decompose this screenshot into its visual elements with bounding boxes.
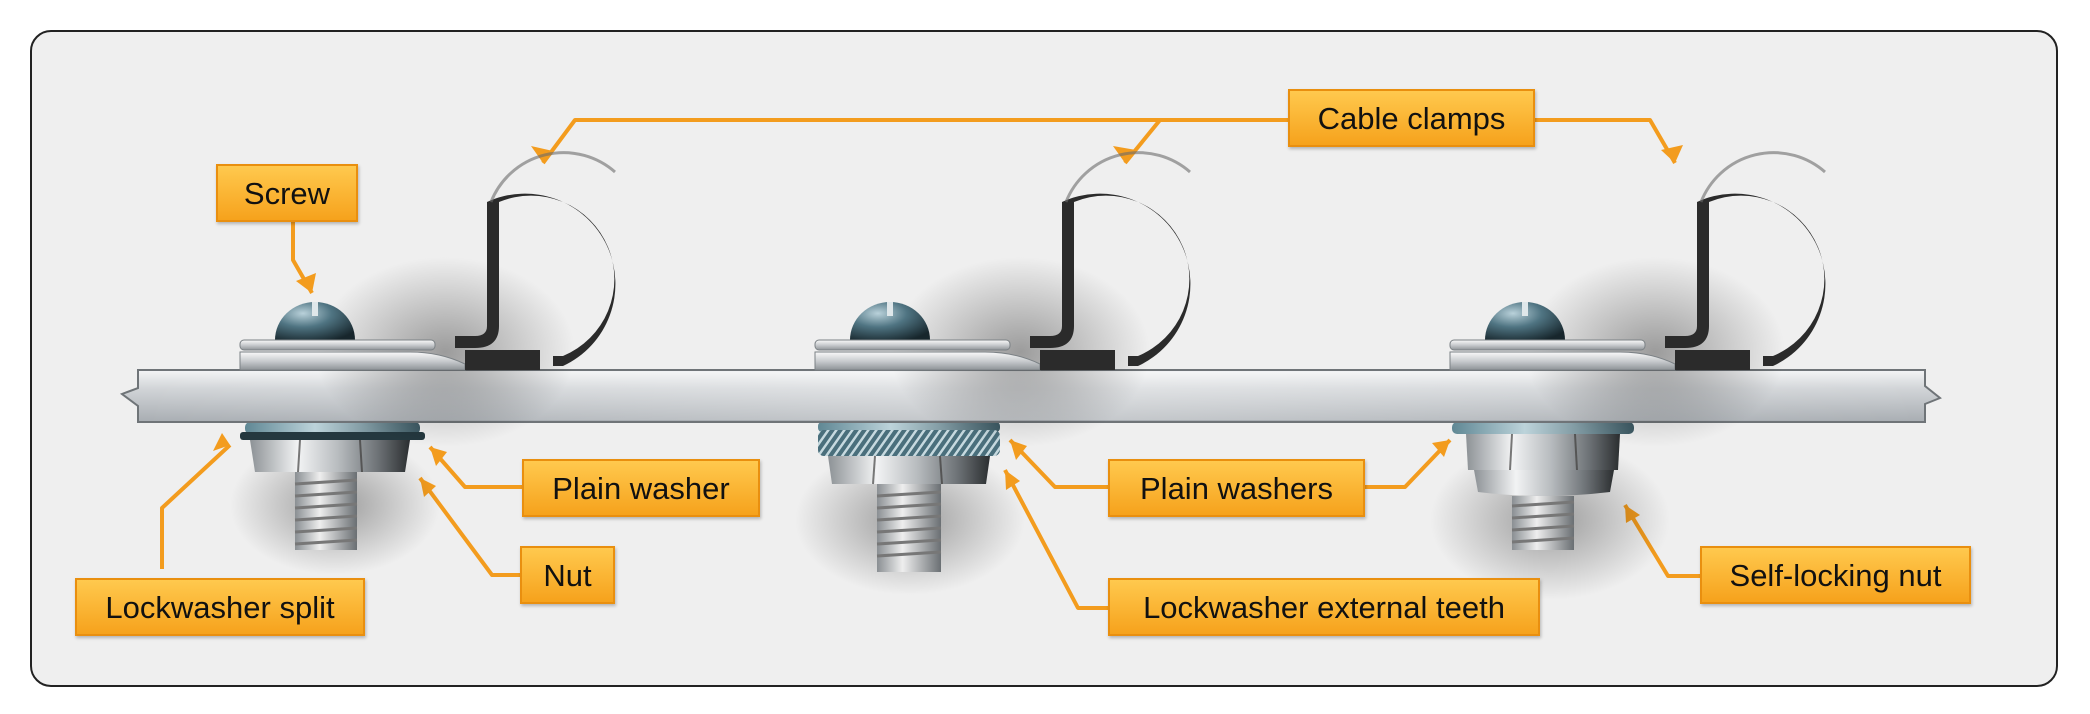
label-plain-washer: Plain washer xyxy=(522,459,760,517)
label-self-locking-nut: Self-locking nut xyxy=(1700,546,1971,604)
label-plain-washers: Plain washers xyxy=(1108,459,1365,517)
label-lockwasher-split: Lockwasher split xyxy=(75,578,365,636)
label-lockwasher-external-teeth: Lockwasher external teeth xyxy=(1108,578,1540,636)
label-cable-clamps: Cable clamps xyxy=(1288,89,1535,147)
label-screw: Screw xyxy=(216,164,358,222)
label-nut: Nut xyxy=(520,546,615,604)
hardware-assembly-2 xyxy=(795,422,1025,595)
hardware-assembly-3 xyxy=(1430,422,1670,600)
hardware-assembly-1 xyxy=(230,422,440,575)
